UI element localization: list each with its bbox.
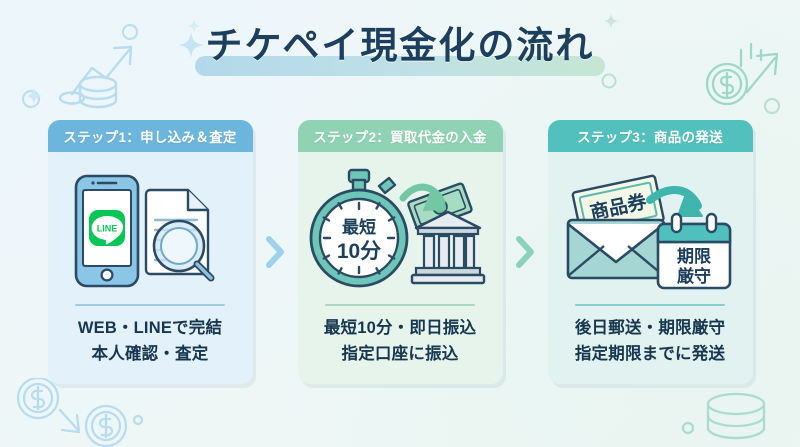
title-text: チケペイ現金化の流れ bbox=[205, 25, 595, 66]
step-1-illustration: LINE bbox=[58, 160, 243, 300]
step-3-caption-line-1: 後日郵送・期限厳守 bbox=[574, 319, 726, 337]
step-1-caption-line-2: 本人確認・査定 bbox=[91, 344, 209, 363]
step-1-body: LINE WEB・LINEで完結 本人確認・査定 bbox=[47, 152, 253, 384]
line-logo-label: LINE bbox=[96, 224, 117, 234]
calendar-label-1: 期限 bbox=[677, 247, 711, 266]
step-2-divider bbox=[325, 304, 475, 306]
step-3-divider bbox=[575, 304, 725, 306]
title-underline-bar bbox=[195, 56, 605, 76]
coin-stack-icon bbox=[678, 390, 788, 447]
page-title: チケペイ現金化の流れ bbox=[0, 25, 800, 76]
step-2-illustration: 最短 10分 bbox=[308, 160, 493, 300]
calendar-label-2: 厳守 bbox=[677, 266, 711, 286]
circle-outline bbox=[20, 88, 42, 110]
step-3-caption: 後日郵送・期限厳守 指定期限までに発送 bbox=[575, 316, 725, 367]
step-3-body: 商品券 bbox=[547, 152, 753, 384]
step-2-caption-line-2: 指定口座に振込 bbox=[341, 344, 459, 363]
circle-outline bbox=[600, 72, 618, 90]
step-2-header: ステップ2：買取代金の入金 bbox=[297, 120, 503, 152]
step-2-body: 最短 10分 最短10分・即日振込 指定口座に振込 bbox=[297, 152, 503, 384]
step-1-header: ステップ1：申し込み＆査定 bbox=[47, 120, 253, 152]
step-separator-1 bbox=[253, 120, 298, 384]
step-1-caption: WEB・LINEで完結 本人確認・査定 bbox=[78, 316, 222, 367]
step-2-caption: 最短10分・即日振込 指定口座に振込 bbox=[324, 316, 476, 367]
step-card-3[interactable]: ステップ3：商品の発送 商品券 bbox=[547, 120, 753, 384]
step-card-2[interactable]: ステップ2：買取代金の入金 bbox=[297, 120, 503, 384]
stopwatch-label-1: 最短 bbox=[342, 217, 376, 237]
steps-row: ステップ1：申し込み＆査定 bbox=[0, 120, 800, 384]
step-1-caption-line-1: WEB・LINEで完結 bbox=[77, 319, 223, 337]
step-2-caption-line-1: 最短10分・即日振込 bbox=[323, 319, 477, 337]
circle-outline bbox=[762, 96, 782, 116]
stopwatch-label-2: 10分 bbox=[336, 240, 380, 263]
step-card-1[interactable]: ステップ1：申し込み＆査定 bbox=[47, 120, 253, 384]
step-3-caption-line-2: 指定期限までに発送 bbox=[574, 344, 726, 363]
sparkle-icon bbox=[24, 86, 44, 106]
step-separator-2 bbox=[503, 120, 548, 384]
step-3-illustration: 商品券 bbox=[558, 160, 743, 300]
step-1-divider bbox=[75, 304, 225, 306]
dollar-coins-down-arrow-icon bbox=[6, 378, 176, 447]
step-3-header: ステップ3：商品の発送 bbox=[547, 120, 753, 152]
